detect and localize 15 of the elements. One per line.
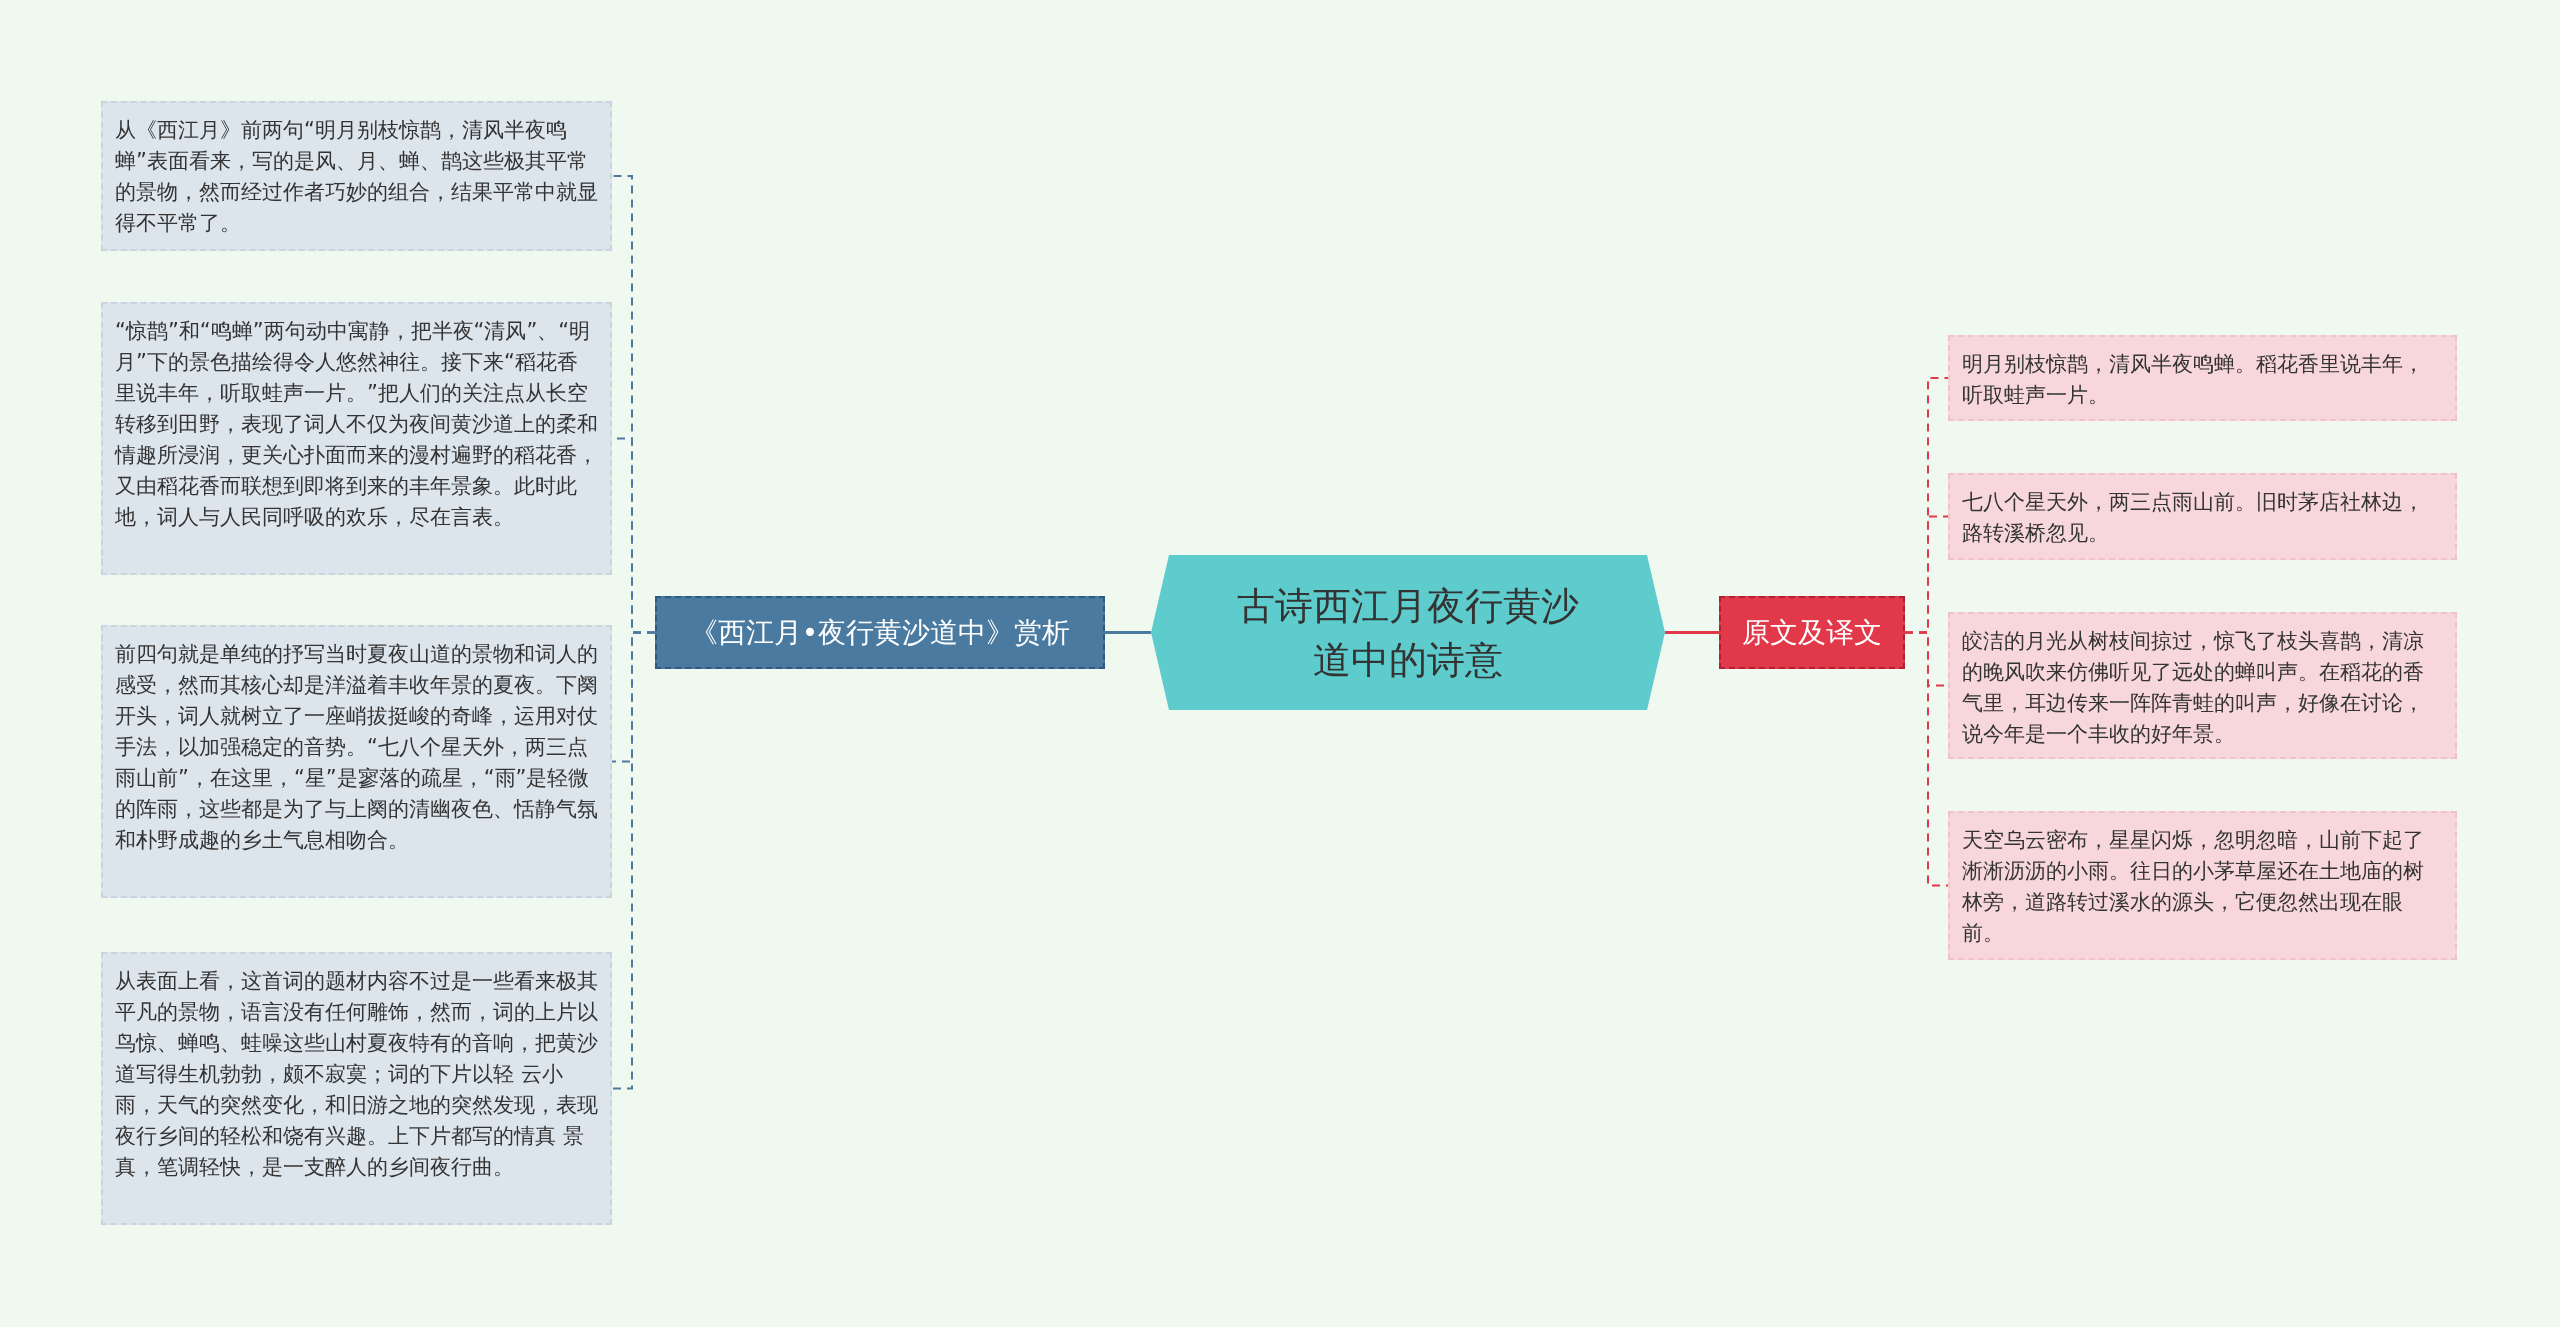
text-card: “惊鹊”和“鸣蝉”两句动中寓静，把半夜“清风”、“明月”下的景色描绘得令人悠然神往。接下来“稻花香里说丰年，听取蛙声一片。”把人们的关注点从长空转移到田野，表现了词人不仅为夜间黄沙道上的柔和情趣所浸润，更关心扑面而来的漫村遍野的稻花香，又由稻花香而联想到即将到来的丰年景象。此时此地，词人与人民同呼吸的欢乐，尽在言表。 — [101, 302, 612, 575]
text-card: 前四句就是单纯的抒写当时夏夜山道的景物和词人的感受，然而其核心却是洋溢着丰收年景的夏夜。下阕开头，词人就树立了一座峭拔挺峻的奇峰，运用对仗手法，以加强稳定的音势。“七八个星天外，两三点雨山前”，在这里，“星”是寥落的疏星，“雨”是轻微的阵雨，这些都是为了与上阕的清幽夜色、恬静气氛和朴野成趣的乡土气息相吻合。 — [101, 625, 612, 898]
text-card: 天空乌云密布，星星闪烁，忽明忽暗，山前下起了淅淅沥沥的小雨。往日的小茅草屋还在土地庙的树林旁，道路转过溪水的源头，它便忽然出现在眼前。 — [1948, 811, 2457, 960]
connector-line — [1105, 631, 1151, 634]
connector-line — [1904, 631, 1949, 887]
text-card: 皎洁的月光从树枝间掠过，惊飞了枝头喜鹊，清凉的晚风吹来仿佛听见了远处的蝉叫声。在稻花的香气里，耳边传来一阵阵青蛙的叫声，好像在讨论，说今年是一个丰收的好年景。 — [1948, 612, 2457, 759]
text-card: 从表面上看，这首词的题材内容不过是一些看来极其平凡的景物，语言没有任何雕饰，然而，词的上片以鸟惊、蝉鸣、蛙噪这些山村夏夜特有的音响，把黄沙道写得生机勃勃，颇不寂寞；词的下片以轻 云小雨，天气的突然变化，和旧游之地的突然发现，表现夜行乡间的轻松和饶有兴趣。上下片都写的情真 景真，笔调轻快，是一支醉人的乡间夜行曲。 — [101, 952, 612, 1225]
topic-hexagon: 古诗西江月夜行黄沙道中的诗意 — [1151, 555, 1665, 710]
connector-line — [611, 631, 656, 1090]
text-card: 从《西江月》前两句“明月别枝惊鹊，清风半夜鸣蝉”表面看来，写的是风、月、蝉、鹊这些极其平常的景物，然而经过作者巧妙的组合，结果平常中就显得不平常了。 — [101, 101, 612, 251]
connector-line — [1665, 631, 1719, 634]
text-card: 七八个星天外，两三点雨山前。旧时茅店社林边，路转溪桥忽见。 — [1948, 473, 2457, 560]
text-card: 明月别枝惊鹊，清风半夜鸣蝉。稻花香里说丰年，听取蛙声一片。 — [1948, 335, 2457, 421]
branch-box: 《西江月•夜行黄沙道中》赏析 — [655, 596, 1105, 669]
branch-box: 原文及译文 — [1719, 596, 1905, 669]
